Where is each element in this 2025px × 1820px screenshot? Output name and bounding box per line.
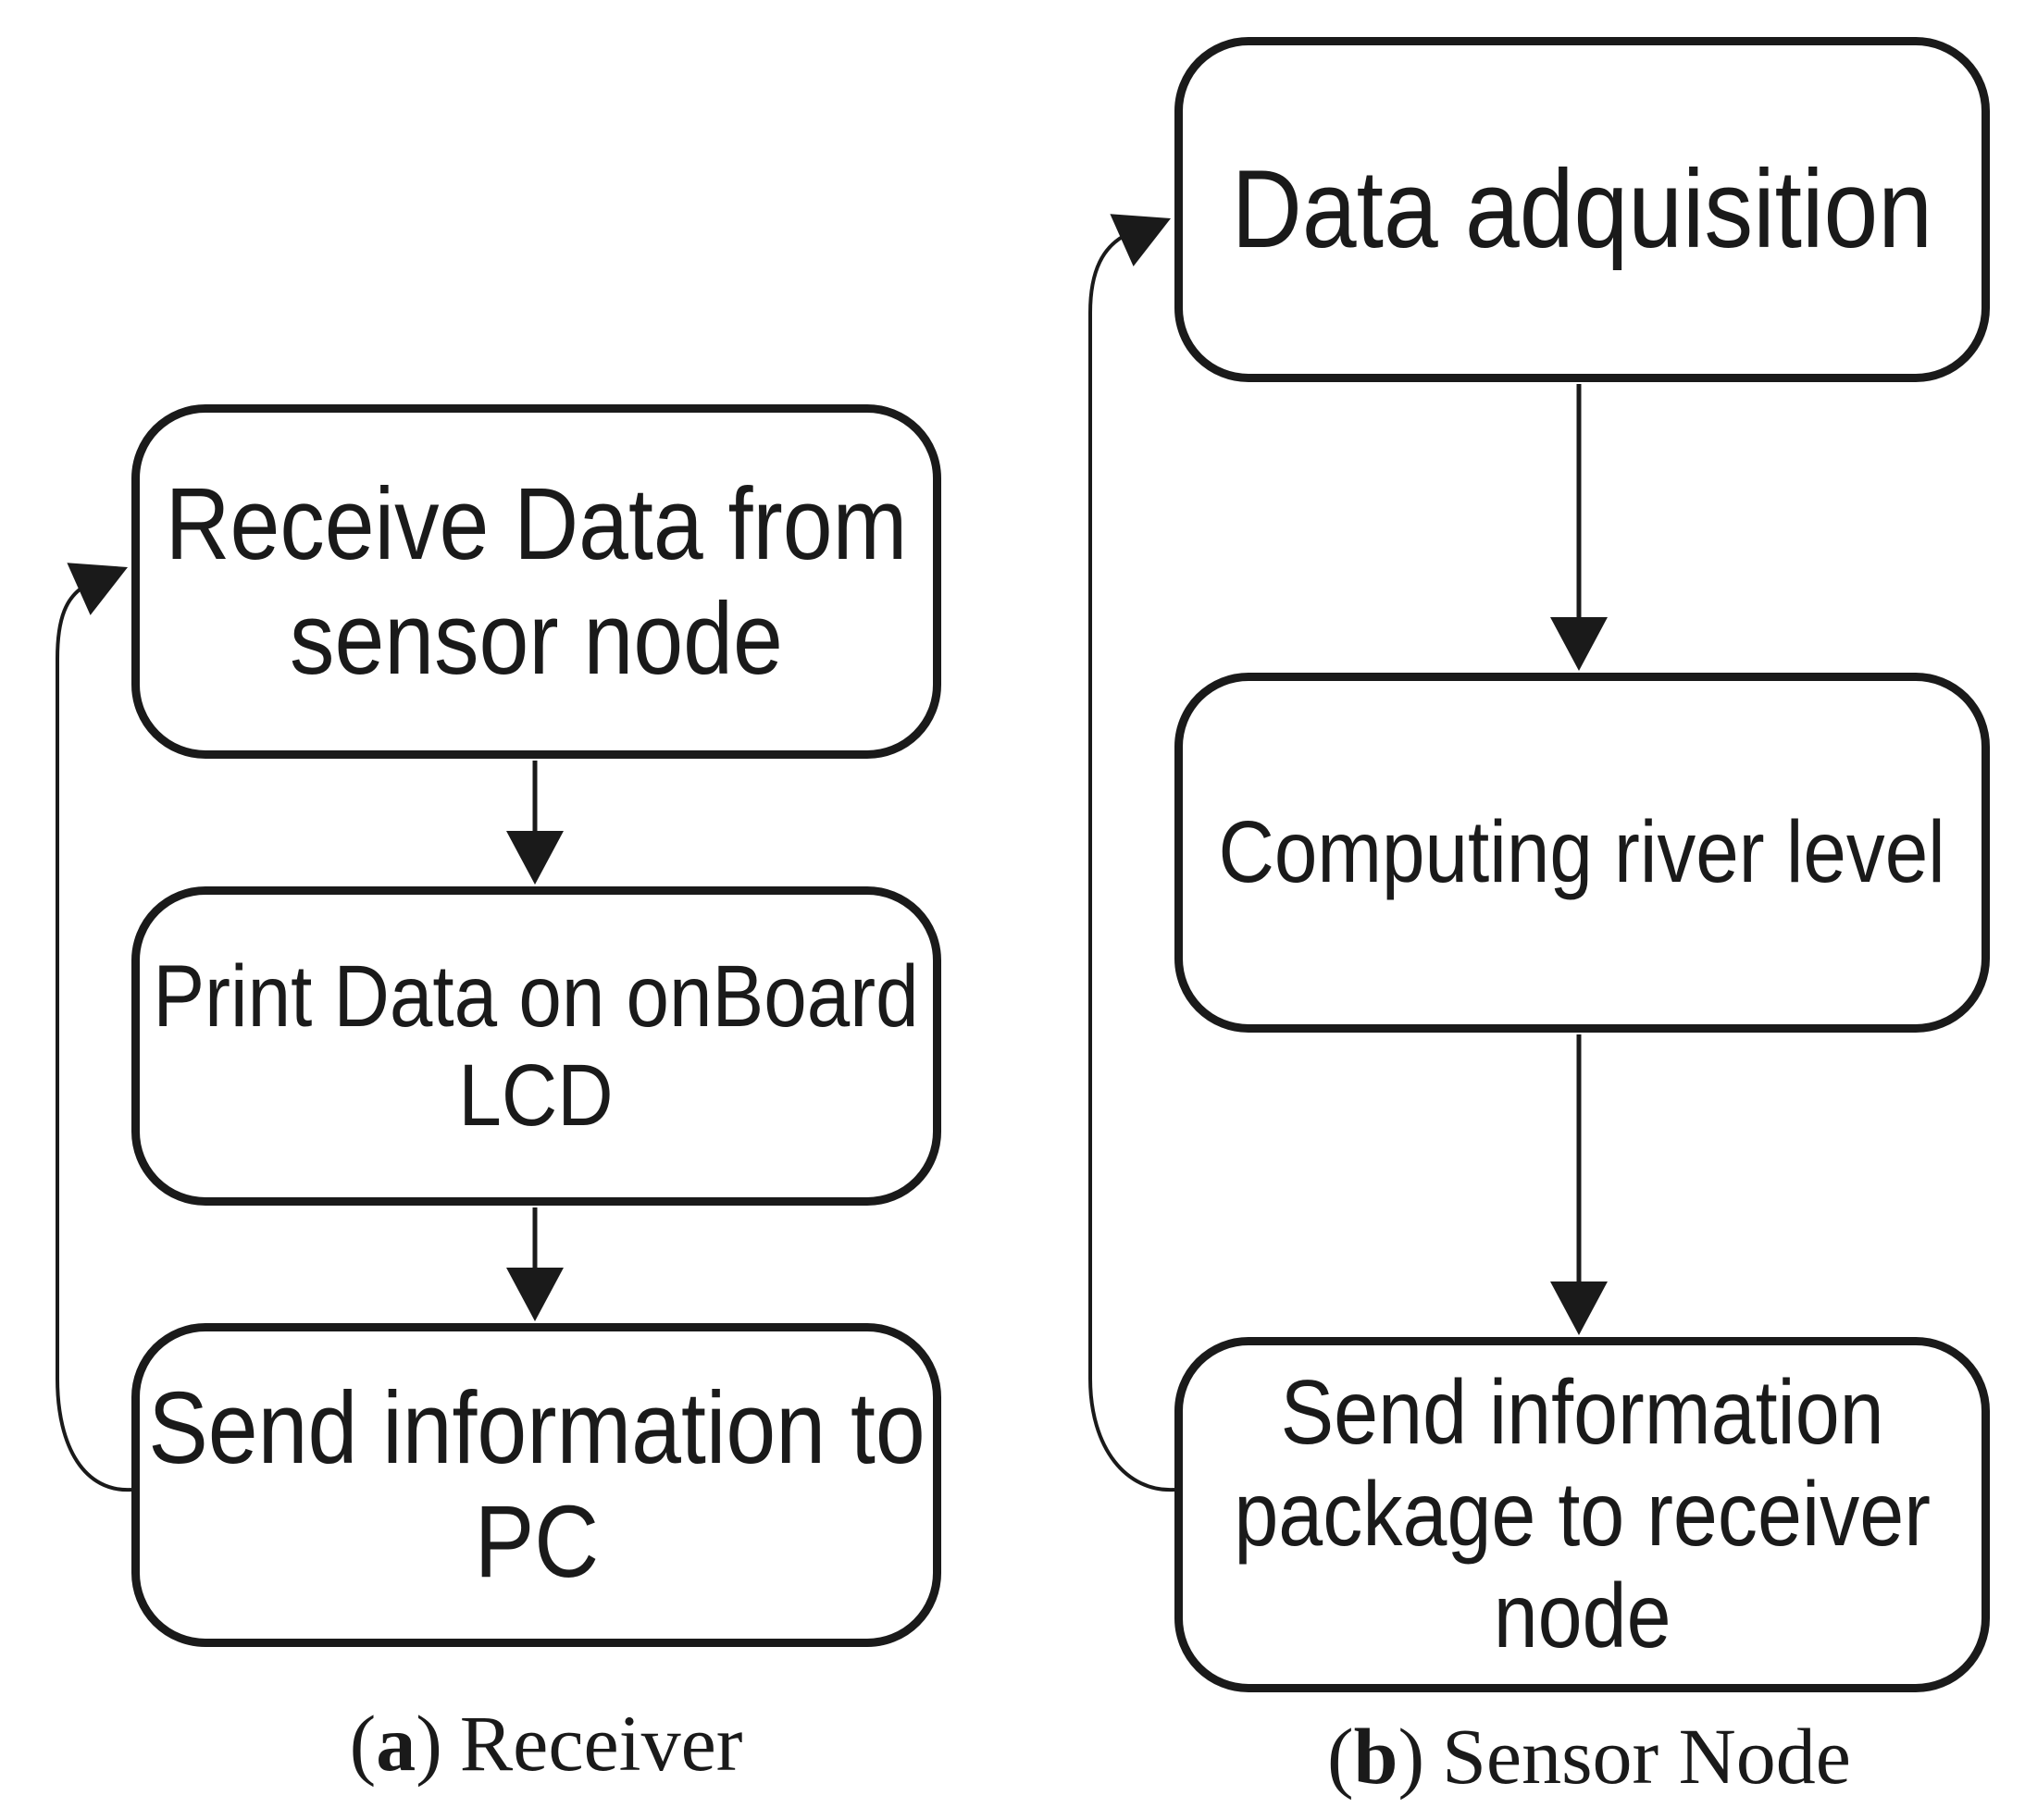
arrow-print-to-send [506,1207,564,1321]
node-label-line: Data adquisition [1231,147,1933,272]
caption-sensor-node: (b)Sensor Node [1265,1710,1913,1802]
node-label-line: Computing river level [1218,803,1946,902]
flow-node-label: Receive Data from sensor node [166,467,908,695]
arrow-acquisition-to-computing [1550,384,1608,671]
caption-paren-close: ) [416,1699,442,1788]
caption-letter: b [1353,1712,1398,1801]
node-label-line: sensor node [290,581,783,696]
arrowhead-right-icon [1110,214,1171,266]
node-label-line: node [1493,1564,1671,1666]
flow-node-receive-data: Receive Data from sensor node [131,404,941,759]
caption-text: Receiver [459,1699,743,1788]
flow-node-label: Data adquisition [1232,147,1932,271]
node-label-line: Send information [1280,1361,1884,1464]
flow-node-data-acquisition: Data adquisition [1174,37,1990,382]
arrowhead-down-icon [1550,1281,1608,1335]
flow-node-send-to-pc: Send information to PC [131,1323,941,1647]
arrow-computing-to-send [1550,1034,1608,1335]
node-label-line: package to receiver [1234,1463,1931,1566]
arrowhead-down-icon [506,831,564,885]
arrow-receive-to-print [506,761,564,885]
caption-text: Sensor Node [1442,1712,1851,1801]
caption-receiver: (a)Receiver [222,1697,870,1789]
node-label-line: PC [474,1485,599,1599]
loop-arrow-sensor [1088,214,1175,1492]
flow-node-send-package: Send information package to receiver nod… [1174,1337,1990,1692]
node-label-line: Send information to [147,1370,926,1485]
caption-paren-close: ) [1398,1712,1425,1801]
flow-node-label: Print Data on onBoard LCD [154,947,919,1145]
loop-arrow-receiver [56,563,132,1492]
node-label-line: Print Data on onBoard [153,947,920,1046]
arrowhead-down-icon [506,1268,564,1321]
caption-paren-open: ( [1327,1712,1354,1801]
flow-node-label: Send information to PC [148,1371,925,1599]
node-label-line: LCD [458,1046,615,1145]
flow-node-print-lcd: Print Data on onBoard LCD [131,886,941,1206]
flow-node-label: Send information package to receiver nod… [1234,1362,1931,1666]
node-label-line: Receive Data from [165,467,908,582]
flow-node-computing-river-level: Computing river level [1174,673,1990,1033]
arrowhead-down-icon [1550,617,1608,671]
caption-letter: a [376,1699,416,1788]
arrowhead-right-icon [67,563,128,615]
caption-paren-open: ( [349,1699,377,1788]
flow-node-label: Computing river level [1219,803,1945,901]
